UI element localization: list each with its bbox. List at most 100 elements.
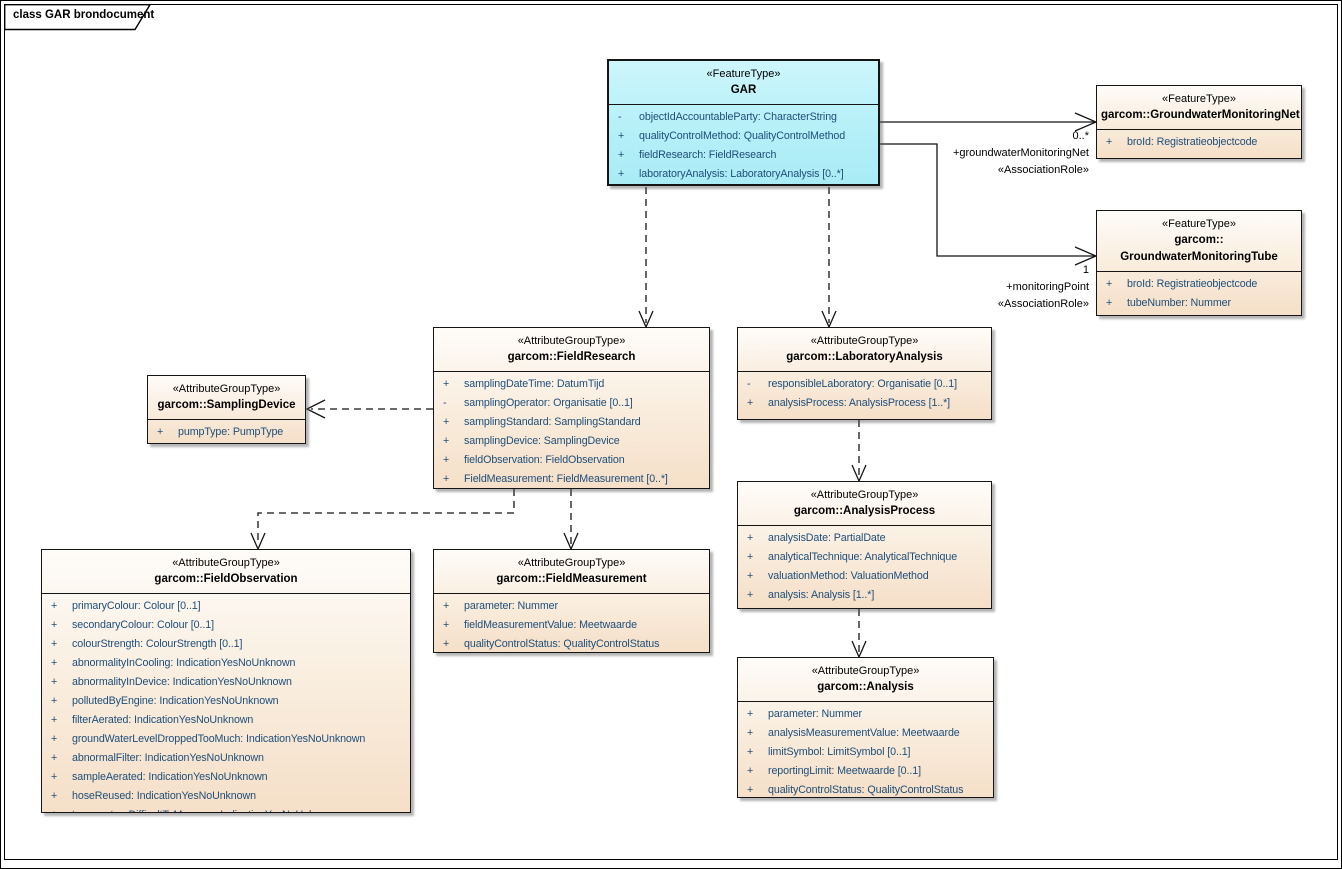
class-fieldobservation[interactable]: «AttributeGroupType» garcom::FieldObserv… bbox=[41, 549, 411, 813]
class-header: «FeatureType» garcom:: GroundwaterMonito… bbox=[1097, 211, 1301, 271]
attribute-row: +fieldMeasurementValue: Meetwaarde bbox=[443, 619, 637, 631]
attribute-row: +analyticalTechnique: AnalyticalTechniqu… bbox=[747, 551, 958, 563]
class-header: «FeatureType» GAR bbox=[609, 61, 878, 104]
class-header: «AttributeGroupType» garcom::FieldMeasur… bbox=[434, 550, 709, 593]
attribute-row: +colourStrength: ColourStrength [0..1] bbox=[51, 638, 243, 650]
attribute-row: +valuationMethod: ValuationMethod bbox=[747, 570, 929, 582]
class-groundwatermonitoringnet[interactable]: «FeatureType» garcom::GroundwaterMonitor… bbox=[1096, 85, 1302, 159]
attribute-row: +broId: Registratieobjectcode bbox=[1106, 136, 1258, 148]
attribute-row: +pollutedByEngine: IndicationYesNoUnknow… bbox=[51, 695, 279, 707]
attribute-row: +qualityControlStatus: QualityControlSta… bbox=[443, 638, 660, 650]
frame-tab bbox=[4, 4, 152, 31]
attribute-list: +broId: Registratieobjectcode +tubeNumber… bbox=[1097, 271, 1301, 315]
attribute-row: +broId: Registratieobjectcode bbox=[1106, 278, 1258, 290]
attribute-list: +parameter: Nummer +fieldMeasurementValue… bbox=[434, 593, 709, 652]
class-stereotype: «FeatureType» bbox=[1162, 218, 1236, 230]
attribute-row: +temperatureDifficultToMeasure: Indicati… bbox=[42, 806, 408, 812]
class-samplingdevice[interactable]: «AttributeGroupType» garcom::SamplingDev… bbox=[147, 375, 306, 444]
attribute-list: +primaryColour: Colour [0..1] +secondaryC… bbox=[42, 593, 410, 812]
class-stereotype: «FeatureType» bbox=[706, 68, 781, 80]
attribute-row: +primaryColour: Colour [0..1] bbox=[51, 600, 201, 612]
attribute-row: +qualityControlStatus: QualityControlSta… bbox=[747, 784, 964, 796]
class-name: garcom::FieldObservation bbox=[154, 573, 298, 585]
attribute-row: +parameter: Nummer bbox=[747, 708, 862, 720]
attribute-row: +samplingStandard: SamplingStandard bbox=[443, 416, 641, 428]
class-name: garcom::GroundwaterMonitoringNet bbox=[1101, 109, 1300, 121]
attribute-row: -objectIdAccountableParty: CharacterStri… bbox=[618, 111, 837, 123]
class-name-line2: GroundwaterMonitoringTube bbox=[1120, 251, 1278, 263]
attribute-list: -objectIdAccountableParty: CharacterStri… bbox=[609, 104, 878, 184]
class-name: garcom::LaboratoryAnalysis bbox=[786, 351, 943, 363]
class-name: garcom:: bbox=[1174, 234, 1224, 246]
class-header: «AttributeGroupType» garcom::AnalysisPro… bbox=[738, 482, 991, 525]
attribute-list: -responsibleLaboratory: Organisatie [0..… bbox=[738, 371, 991, 415]
attribute-list: +broId: Registratieobjectcode bbox=[1097, 129, 1301, 154]
class-analysisprocess[interactable]: «AttributeGroupType» garcom::AnalysisPro… bbox=[737, 481, 992, 609]
edge-label-net-stereotype: «AssociationRole» bbox=[997, 164, 1089, 176]
edge-label-tube-stereotype: «AssociationRole» bbox=[997, 298, 1089, 310]
class-groundwatermonitoringtube[interactable]: «FeatureType» garcom:: GroundwaterMonito… bbox=[1096, 210, 1302, 316]
attribute-row: +analysisMeasurementValue: Meetwaarde bbox=[747, 727, 960, 739]
attribute-row: +sampleAerated: IndicationYesNoUnknown bbox=[51, 771, 268, 783]
attribute-row: -responsibleLaboratory: Organisatie [0..… bbox=[747, 378, 957, 390]
attribute-row: +limitSymbol: LimitSymbol [0..1] bbox=[747, 746, 911, 758]
class-fieldmeasurement[interactable]: «AttributeGroupType» garcom::FieldMeasur… bbox=[433, 549, 710, 653]
attribute-row: +samplingDateTime: DatumTijd bbox=[443, 378, 605, 390]
class-name: garcom::SamplingDevice bbox=[157, 399, 296, 411]
edge-label-net-multiplicity: 0..* bbox=[1072, 130, 1089, 142]
attribute-row: -samplingOperator: Organisatie [0..1] bbox=[443, 397, 633, 409]
class-header: «FeatureType» garcom::GroundwaterMonitor… bbox=[1097, 86, 1301, 129]
class-stereotype: «AttributeGroupType» bbox=[810, 489, 919, 501]
attribute-row: +fieldResearch: FieldResearch bbox=[618, 149, 777, 161]
attribute-row: +secondaryColour: Colour [0..1] bbox=[51, 619, 214, 631]
attribute-row: +analysisProcess: AnalysisProcess [1..*] bbox=[747, 397, 951, 409]
attribute-row: +parameter: Nummer bbox=[443, 600, 558, 612]
frame-title: class GAR brondocument bbox=[13, 9, 155, 21]
attribute-list: +samplingDateTime: DatumTijd -samplingOpe… bbox=[434, 371, 709, 488]
attribute-row: +tubeNumber: Nummer bbox=[1106, 297, 1231, 309]
attribute-row: +pumpType: PumpType bbox=[157, 426, 284, 438]
attribute-row: +hoseReused: IndicationYesNoUnknown bbox=[51, 790, 256, 802]
attribute-list: +pumpType: PumpType bbox=[148, 419, 305, 443]
class-stereotype: «AttributeGroupType» bbox=[810, 335, 919, 347]
class-stereotype: «AttributeGroupType» bbox=[517, 335, 626, 347]
attribute-row: +reportingLimit: Meetwaarde [0..1] bbox=[747, 765, 921, 777]
class-name: garcom::FieldMeasurement bbox=[496, 573, 647, 585]
attribute-row: +samplingDevice: SamplingDevice bbox=[443, 435, 620, 447]
class-stereotype: «AttributeGroupType» bbox=[172, 383, 281, 395]
class-header: «AttributeGroupType» garcom::FieldResear… bbox=[434, 328, 709, 371]
edge-label-tube-multiplicity: 1 bbox=[1082, 264, 1089, 276]
attribute-row: +abnormalFilter: IndicationYesNoUnknown bbox=[51, 752, 264, 764]
class-name: garcom::Analysis bbox=[817, 681, 914, 693]
class-stereotype: «AttributeGroupType» bbox=[811, 665, 920, 677]
attribute-row: +abnormalityInCooling: IndicationYesNoUn… bbox=[51, 657, 296, 669]
attribute-row: +analysis: Analysis [1..*] bbox=[747, 589, 875, 601]
attribute-row: +filterAerated: IndicationYesNoUnknown bbox=[51, 714, 254, 726]
edge-label-net-role: +groundwaterMonitoringNet bbox=[952, 147, 1089, 159]
class-name: garcom::AnalysisProcess bbox=[793, 505, 936, 517]
attribute-row: +groundWaterLevelDroppedTooMuch: Indicat… bbox=[51, 733, 366, 745]
class-header: «AttributeGroupType» garcom::Analysis bbox=[738, 658, 993, 701]
class-header: «AttributeGroupType» garcom::FieldObserv… bbox=[42, 550, 410, 593]
class-stereotype: «AttributeGroupType» bbox=[517, 557, 626, 569]
class-name: GAR bbox=[730, 84, 757, 96]
attribute-row: +abnormalityInDevice: IndicationYesNoUnk… bbox=[51, 676, 292, 688]
class-analysis[interactable]: «AttributeGroupType» garcom::Analysis +p… bbox=[737, 657, 994, 798]
attribute-row: +fieldObservation: FieldObservation bbox=[443, 454, 625, 466]
attribute-row: +laboratoryAnalysis: LaboratoryAnalysis … bbox=[618, 168, 844, 180]
edge-label-tube-role: +monitoringPoint bbox=[1006, 281, 1089, 293]
class-gar[interactable]: «FeatureType» GAR -objectIdAccountablePa… bbox=[607, 59, 880, 186]
attribute-row: +FieldMeasurement: FieldMeasurement [0..… bbox=[443, 473, 668, 485]
class-header: «AttributeGroupType» garcom::SamplingDev… bbox=[148, 376, 305, 419]
class-fieldresearch[interactable]: «AttributeGroupType» garcom::FieldResear… bbox=[433, 327, 710, 489]
class-stereotype: «FeatureType» bbox=[1162, 93, 1236, 105]
class-name: garcom::FieldResearch bbox=[507, 351, 636, 363]
attribute-list: +parameter: Nummer +analysisMeasurementVa… bbox=[738, 701, 993, 797]
attribute-row: +qualityControlMethod: QualityControlMet… bbox=[618, 130, 846, 142]
class-stereotype: «AttributeGroupType» bbox=[172, 557, 280, 569]
class-header: «AttributeGroupType» garcom::LaboratoryA… bbox=[738, 328, 991, 371]
frame-tab-shape bbox=[4, 4, 152, 31]
attribute-list: +analysisDate: PartialDate+analyticalTec… bbox=[738, 525, 991, 607]
class-laboratoryanalysis[interactable]: «AttributeGroupType» garcom::LaboratoryA… bbox=[737, 327, 992, 420]
